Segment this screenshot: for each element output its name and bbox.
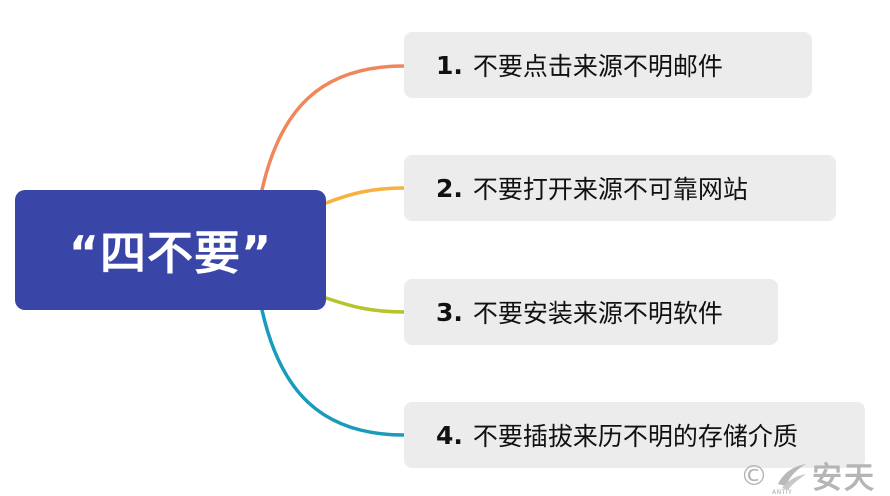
connector-3 bbox=[324, 296, 406, 314]
branch-node-4: 4. 不要插拔来历不明的存储介质 bbox=[404, 402, 865, 468]
branch-number: 3. bbox=[436, 297, 463, 327]
branch-node-2: 2. 不要打开来源不可靠网站 bbox=[404, 155, 836, 221]
connector-2 bbox=[324, 186, 406, 205]
connector-4 bbox=[260, 308, 406, 437]
central-topic: “四不要” bbox=[15, 190, 326, 310]
branch-node-1: 1. 不要点击来源不明邮件 bbox=[404, 32, 812, 98]
connector-1 bbox=[260, 64, 406, 192]
copyright-icon: © bbox=[740, 458, 768, 492]
branch-label: 不要点击来源不明邮件 bbox=[472, 52, 723, 81]
logo-text: ANTIY bbox=[772, 489, 793, 496]
antiy-logo-icon: ANTIY bbox=[772, 458, 808, 496]
branch-number: 1. bbox=[436, 50, 463, 80]
brand-name: 安天 bbox=[812, 461, 876, 496]
branch-number: 2. bbox=[436, 173, 463, 203]
branch-label: 不要插拔来历不明的存储介质 bbox=[472, 422, 798, 451]
branch-label: 不要安装来源不明软件 bbox=[472, 299, 723, 328]
branch-label: 不要打开来源不可靠网站 bbox=[472, 175, 748, 204]
antiy-watermark: © ANTIY 安天 bbox=[740, 456, 876, 496]
branch-number: 4. bbox=[436, 420, 463, 450]
central-topic-label: “四不要” bbox=[68, 226, 273, 280]
branch-node-3: 3. 不要安装来源不明软件 bbox=[404, 279, 778, 345]
